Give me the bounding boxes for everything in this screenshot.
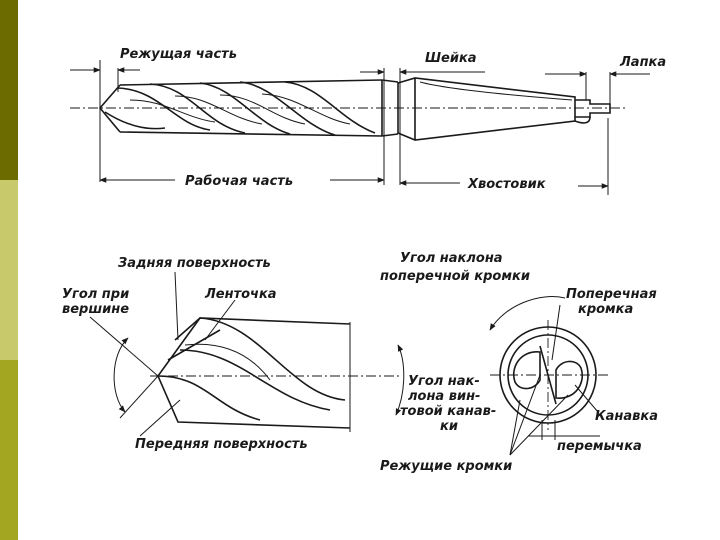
label-chisel-edge-2: кромка — [578, 302, 633, 317]
label-chisel-angle-1: Угол наклона — [400, 251, 503, 266]
label-point-angle-1: Угол при — [62, 287, 129, 302]
label-neck: Шейка — [425, 51, 477, 66]
side-bar-segment-light — [0, 180, 18, 360]
label-helix-angle-3: товой канав- — [400, 404, 496, 419]
label-helix-angle-1: Угол нак- — [408, 374, 480, 389]
side-bar-segment-olive — [0, 360, 18, 540]
label-flute: Канавка — [595, 409, 658, 424]
label-tang: Лапка — [619, 55, 666, 70]
label-margin: Ленточка — [204, 287, 277, 302]
label-chisel-angle-2: поперечной кромки — [380, 269, 530, 284]
label-cutting-part: Режущая часть — [120, 47, 237, 62]
label-web: перемычка — [557, 439, 642, 454]
side-color-bar — [0, 0, 18, 540]
label-helix-angle-2: лона вин- — [408, 389, 480, 404]
label-shank: Хвостовик — [467, 177, 547, 192]
label-rake-face: Передняя поверхность — [135, 437, 308, 452]
drill-side-view: Режущая часть Шейка Лапка Рабочая часть … — [70, 47, 666, 195]
side-bar-segment-dark — [0, 0, 18, 180]
label-helix-angle-4: ки — [440, 419, 458, 434]
label-point-angle-2: вершине — [62, 302, 129, 317]
label-working-part: Рабочая часть — [185, 174, 293, 189]
drill-tip-view: Задняя поверхность Угол при вершине Лент… — [62, 256, 496, 452]
label-cutting-edges: Режущие кромки — [380, 459, 512, 474]
label-chisel-edge-1: Поперечная — [566, 287, 657, 302]
drill-end-view: Угол наклона поперечной кромки Поперечна… — [380, 251, 658, 474]
label-flank: Задняя поверхность — [118, 256, 271, 271]
